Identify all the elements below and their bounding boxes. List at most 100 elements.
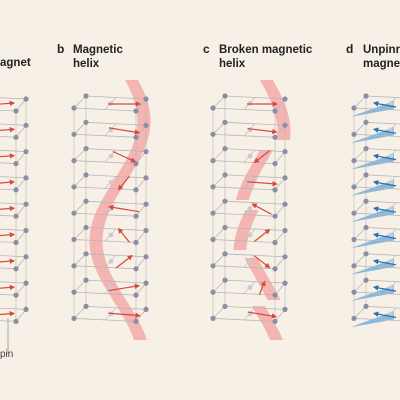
helix-ribbon-c-segment-2 [235,150,274,200]
lattice-center-node-d-2 [388,127,394,133]
lattice-node-c-7-2 [272,266,278,272]
lattice-node-d-1-3 [351,105,357,111]
spin-arrow-b-5 [107,204,140,213]
lattice-node-b-6-0 [83,224,89,231]
lattice-node-c-6-0 [222,224,228,231]
panel-a-label: agnet [0,57,31,69]
spin-arrow-b-7 [115,254,133,269]
spin-label: pin [0,349,13,360]
lattice-node-b-1-2 [133,108,139,114]
lattice-node-b-6-3 [71,236,77,243]
lattice-node-a-8-1 [23,280,29,286]
lattice-node-d-8-3 [351,289,357,295]
lattice-node-c-5-2 [272,213,278,219]
lattice-node-c-3-3 [210,158,216,164]
lattice-node-a-6-2 [13,239,19,246]
lattice-node-d-4-3 [351,184,357,190]
panel-b-title-line2: helix [73,58,100,70]
lattice-center-node-d-3 [388,153,394,159]
lattice-node-c-1-2 [272,108,278,114]
lattice-node-d-6-0 [363,224,369,231]
lattice-center-node-b-8 [108,285,114,290]
lattice-node-b-4-3 [71,184,77,190]
lattice-center-node-b-4 [108,180,114,185]
lattice-node-c-2-2 [272,134,278,140]
lattice-node-b-4-0 [83,172,89,178]
lattice-node-c-4-3 [210,184,216,190]
spin-arrow-c-7 [254,255,271,269]
lattice-layer-d-9 [353,305,400,322]
lattice-node-b-9-2 [133,318,139,324]
spin-arrow-a-1 [0,100,16,107]
lattice-center-node-b-7 [108,258,114,264]
lattice-node-a-3-2 [13,161,19,167]
lattice-layer-d-5 [353,200,400,216]
lattice-node-b-1-0 [83,93,89,99]
lattice-node-b-5-0 [83,198,89,204]
lattice-center-node-d-4 [388,180,394,185]
lattice-node-b-5-3 [71,210,77,216]
lattice-node-b-7-1 [143,254,149,260]
lattice-node-d-8-0 [363,277,369,283]
lattice-node-c-4-1 [282,175,288,181]
helix-ribbons [89,80,394,340]
panel-c-label: c Broken magnetic helix [203,42,313,70]
lattice-node-b-8-2 [133,292,139,298]
lattice-node-d-2-0 [363,119,369,125]
spin-arrow-d-7 [372,258,397,266]
helix-ribbon-c-segment-5 [251,306,284,340]
lattice-node-b-9-0 [83,303,89,309]
spin-arrow-b-2 [108,127,141,135]
lattice-node-c-9-3 [210,315,216,321]
lattice-layer-d-6 [353,227,400,243]
lattice-node-d-5-0 [363,198,369,204]
spin-arrow-c-9 [247,311,278,319]
lattice-node-b-8-3 [71,289,77,295]
spin-arrow-b-9 [108,312,141,319]
lattice-node-c-5-1 [282,201,288,207]
spin-arrow-a-6 [0,232,16,238]
lattice-node-b-7-0 [83,251,89,257]
lattice-node-a-6-1 [23,227,29,234]
spin-arrow-d-6 [372,232,397,240]
lattice-center-node-d-6 [388,232,394,238]
spin-arrow-d-3 [372,153,397,161]
spin-arrow-c-5 [251,203,272,215]
lattice-node-b-3-1 [143,149,149,155]
lattice-node-c-8-2 [272,292,278,298]
spin-arrow-b-8 [108,283,141,292]
lattice-node-d-3-0 [363,146,369,152]
lattice-node-a-4-2 [13,187,19,193]
lattice-node-a-2-1 [23,122,29,128]
lattice-node-c-5-3 [210,210,216,216]
panel-d-label: d Unpinn magne [346,42,400,70]
lattice-node-b-4-2 [133,187,139,193]
lattice-center-node-d-8 [388,285,394,290]
lattice-node-a-5-1 [23,201,29,207]
spin-arrow-c-4 [247,181,278,187]
lattice-node-c-7-0 [222,251,228,257]
lattice-node-c-9-2 [272,318,278,324]
lattice-node-b-7-3 [71,263,77,269]
spin-arrow-d-8 [372,285,397,292]
lattice-center-node-c-5 [247,206,253,212]
panel-a-title-line1: agnet [0,57,31,69]
lattice-node-c-4-2 [272,187,278,193]
lattice-node-a-3-1 [23,149,29,155]
lattice-node-d-3-3 [351,158,357,164]
lattice-node-c-8-0 [222,277,228,283]
lattice-node-c-2-0 [222,119,228,125]
lattice-node-b-2-2 [133,134,139,140]
spin-arrow-d-9 [372,311,397,318]
lattice-node-b-7-2 [133,266,139,272]
panel-b-title-line1: Magnetic [73,44,123,56]
lattice-node-c-1-3 [210,105,216,111]
lattice-node-d-6-3 [351,236,357,243]
lattice-node-a-9-1 [23,306,29,312]
lattice-node-c-7-1 [282,254,288,260]
lattice-grid [0,93,400,324]
panel-c-title-line1: Broken magnetic [219,44,313,56]
lattice-node-b-1-1 [143,96,149,102]
lattice-node-b-9-1 [143,306,149,312]
